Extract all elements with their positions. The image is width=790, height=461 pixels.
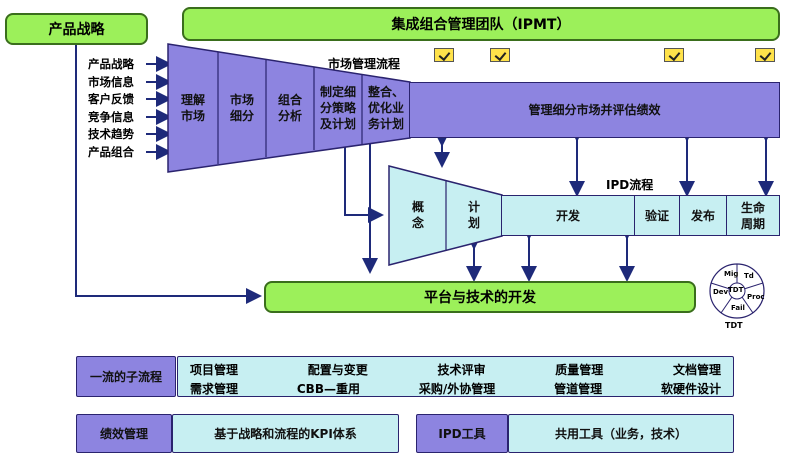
market-stage: 市场 细分 xyxy=(229,93,254,123)
subprocess-item: 管道管理 xyxy=(554,382,603,396)
subprocess-item: 采购/外协管理 xyxy=(418,382,496,396)
ipmt-box: 集成组合管理团队（IPMT） xyxy=(182,7,780,41)
subprocess-label: 一流的子流程 xyxy=(76,356,176,397)
ipd-stage-concept: 概 念 xyxy=(411,200,424,230)
market-stage: 理解 市场 xyxy=(180,93,205,123)
check-icon xyxy=(490,48,510,62)
check-icon xyxy=(664,48,684,62)
input-item: 客户反馈 xyxy=(88,92,134,106)
tdt-segment: Proc xyxy=(747,293,765,301)
product-strategy-box: 产品战略 xyxy=(5,13,148,45)
subprocess-item: 技术评审 xyxy=(437,363,486,377)
input-list: 产品战略 市场信息 客户反馈 竞争信息 技术趋势 产品组合 xyxy=(88,56,148,161)
subprocess-row: 项目管理 配置与变更 技术评审 质量管理 文档管理 xyxy=(178,361,733,378)
input-item: 产品组合 xyxy=(88,144,134,159)
subprocess-item: 文档管理 xyxy=(672,363,721,377)
input-item: 产品战略 xyxy=(88,57,134,71)
subprocess-item: 软硬件设计 xyxy=(660,382,721,396)
ipd-stage-develop: 开发 xyxy=(501,195,635,236)
ipd-stage-plan: 计 划 xyxy=(467,200,480,230)
ipd-tools-label: IPD工具 xyxy=(416,414,508,453)
tdt-center-label: TDT xyxy=(728,286,744,294)
subprocess-item: CBB—重用 xyxy=(296,382,360,396)
market-stage: 制定细 分策略 及计划 xyxy=(319,85,356,131)
subprocess-panel: 项目管理 配置与变更 技术评审 质量管理 文档管理 需求管理 CBB—重用 采购… xyxy=(177,356,734,397)
tdt-segment: Dev xyxy=(713,288,729,296)
ipd-process-title: IPD流程 xyxy=(606,178,654,192)
subprocess-row: 需求管理 CBB—重用 采购/外协管理 管道管理 软硬件设计 xyxy=(178,380,733,397)
subprocess-item: 质量管理 xyxy=(555,363,604,377)
ipd-tools-value: 共用工具（业务，技术） xyxy=(508,414,734,453)
tdt-label: TDT xyxy=(725,321,743,330)
subprocess-item: 需求管理 xyxy=(190,382,239,396)
tdt-segment: Mig xyxy=(724,270,739,278)
performance-label: 绩效管理 xyxy=(76,414,172,453)
platform-technology-box: 平台与技术的开发 xyxy=(264,281,696,313)
ipd-stage-release: 发布 xyxy=(679,195,727,236)
input-item: 技术趋势 xyxy=(88,127,134,141)
check-icon xyxy=(434,48,454,62)
market-process-title: 市场管理流程 xyxy=(328,57,401,71)
input-item: 竞争信息 xyxy=(88,109,134,124)
market-stage: 组合 分析 xyxy=(277,93,302,123)
tdt-segment: Fail xyxy=(731,304,745,312)
ipd-stage-lifecycle: 生命 周期 xyxy=(726,195,780,236)
ipd-stage-verify: 验证 xyxy=(634,195,680,236)
market-performance-bar: 管理细分市场并评估绩效 xyxy=(409,82,780,138)
check-icon xyxy=(755,48,775,62)
subprocess-item: 配置与变更 xyxy=(307,363,368,377)
market-stage: 整合、 优化业 务计划 xyxy=(367,85,404,131)
input-item: 市场信息 xyxy=(88,74,134,89)
tdt-segment: Td xyxy=(744,272,754,280)
subprocess-item: 项目管理 xyxy=(190,363,239,377)
performance-value: 基于战略和流程的KPI体系 xyxy=(172,414,399,453)
